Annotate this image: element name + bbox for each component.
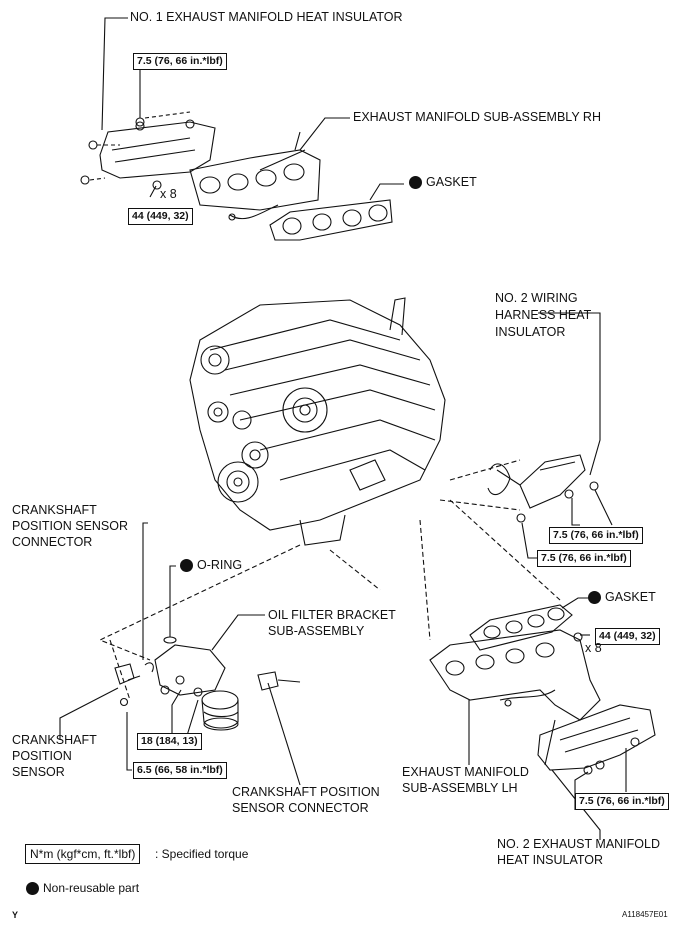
torque-no1-insulator: 7.5 (76, 66 in.*lbf) (133, 53, 227, 70)
engine-dashed-guides (98, 459, 561, 701)
label-manifold-lh-2: SUB-ASSEMBLY LH (402, 781, 518, 795)
label-no2-wiring-1: NO. 2 WIRING (495, 291, 578, 305)
torque-harness-b: 7.5 (76, 66 in.*lbf) (537, 550, 631, 567)
torque-lh-bolts: 44 (449, 32) (595, 628, 660, 645)
count-rh-x8: x 8 (160, 187, 177, 201)
label-gasket-top: GASKET (426, 175, 477, 189)
label-crank-sensor-1: CRANKSHAFT (12, 733, 97, 747)
label-oring: O-RING (197, 558, 243, 572)
crank-conn-drawing (257, 671, 301, 691)
nonreusable-icon (180, 559, 193, 572)
label-crank-conn-1: CRANKSHAFT (12, 503, 97, 517)
label-gasket-lh: GASKET (605, 590, 656, 604)
lh-manifold-drawing (429, 629, 601, 721)
crank-sensor-drawing (114, 662, 154, 707)
rh-gasket-drawing (269, 199, 393, 241)
footer-code: Y (12, 910, 19, 920)
no1-heat-insulator-drawing (99, 119, 216, 179)
legend-nonreusable-text: Non-reusable part (43, 881, 140, 895)
label-oil-filter-1: OIL FILTER BRACKET (268, 608, 396, 622)
lh-gasket-drawing (469, 604, 573, 651)
label-crank-conn-2: POSITION SENSOR (12, 519, 128, 533)
label-crank-conn2-1: CRANKSHAFT POSITION (232, 785, 380, 799)
torque-harness-a: 7.5 (76, 66 in.*lbf) (549, 527, 643, 544)
label-crank-conn2-2: SENSOR CONNECTOR (232, 801, 369, 815)
torque-no2-exhaust: 7.5 (76, 66 in.*lbf) (575, 793, 669, 810)
count-lh-x8: x 8 (585, 641, 602, 655)
no2-exhaust-insulator-drawing (537, 704, 656, 775)
figure-id: A118457E01 (622, 910, 668, 919)
label-crank-sensor-3: SENSOR (12, 765, 65, 779)
label-crank-conn-3: CONNECTOR (12, 535, 93, 549)
torque-oil-bracket: 18 (184, 13) (137, 733, 202, 750)
label-no2-exhaust-1: NO. 2 EXHAUST MANIFOLD (497, 837, 660, 851)
label-no2-wiring-2: HARNESS HEAT (495, 308, 592, 322)
wiring-harness-insulator-drawing (487, 454, 599, 523)
oil-filter-bracket-drawing (154, 644, 239, 731)
label-no2-exhaust-2: HEAT INSULATOR (497, 853, 604, 867)
rh-manifold-drawing (189, 131, 321, 221)
oring-drawing (163, 636, 177, 644)
legend-torque-text: : Specified torque (155, 847, 249, 861)
torque-rh-bolts: 44 (449, 32) (128, 208, 193, 225)
nonreusable-icon (409, 176, 422, 189)
nonreusable-icon (588, 591, 601, 604)
label-no2-wiring-3: INSULATOR (495, 325, 566, 339)
rh-dashed-guides (89, 111, 191, 181)
legend-torque-box: N*m (kgf*cm, ft.*lbf) (25, 844, 141, 864)
legend-nonreusable-icon (26, 882, 39, 895)
label-crank-sensor-2: POSITION (12, 749, 72, 763)
engine-block-drawing (189, 297, 446, 546)
torque-crank-sensor: 6.5 (66, 58 in.*lbf) (133, 762, 227, 779)
label-manifold-lh-1: EXHAUST MANIFOLD (402, 765, 529, 779)
label-manifold-rh: EXHAUST MANIFOLD SUB-ASSEMBLY RH (353, 110, 601, 124)
label-no1-insulator: NO. 1 EXHAUST MANIFOLD HEAT INSULATOR (130, 10, 403, 24)
label-oil-filter-2: SUB-ASSEMBLY (268, 624, 365, 638)
